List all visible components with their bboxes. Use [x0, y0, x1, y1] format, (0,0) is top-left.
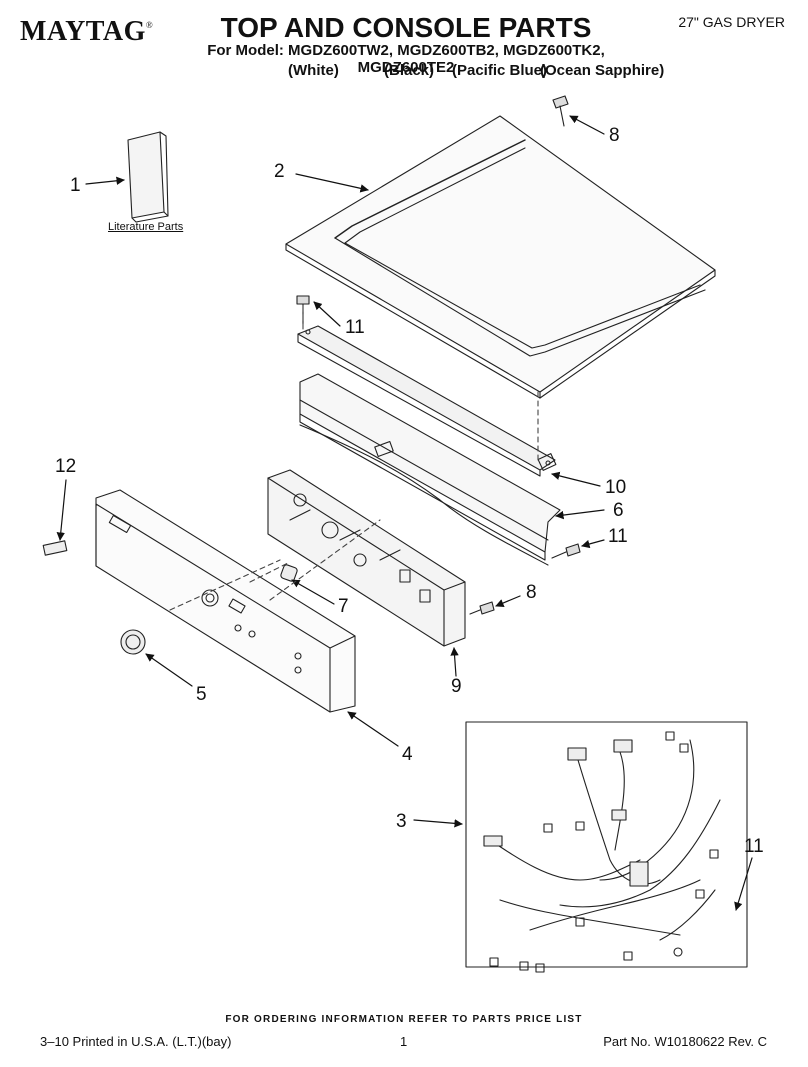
- color-black: (Black): [384, 62, 435, 79]
- callout-10: 10: [605, 477, 626, 498]
- callout-12: 12: [55, 456, 76, 477]
- model-list: For Model: MGDZ600TW2, MGDZ600TB2, MGDZ6…: [207, 42, 605, 76]
- control-board: [267, 469, 466, 647]
- callout-11-harness: 11: [744, 836, 764, 857]
- page-number: 1: [400, 1034, 408, 1049]
- console-bracket: [297, 325, 557, 477]
- brand-logo: MAYTAG®: [20, 16, 153, 48]
- callout-11-bracket: 11: [345, 317, 365, 338]
- color-white: (White): [288, 62, 339, 79]
- color-ocean-sapphire: (Ocean Sapphire): [540, 62, 665, 79]
- knob-bezel: [280, 564, 298, 582]
- callout-11-console: 11: [608, 526, 628, 547]
- top-panel: [285, 115, 716, 399]
- ordering-note: FOR ORDERING INFORMATION REFER TO PARTS …: [225, 1014, 583, 1025]
- callout-numbers: 1 2 3 4 5 6 7 8 8 9 10 11 11 11 12: [55, 125, 764, 857]
- print-info: 3–10 Printed in U.S.A. (L.T.)(bay): [40, 1034, 232, 1049]
- brand-name: MAYTAG: [20, 16, 146, 47]
- color-pacific-blue: (Pacific Blue): [452, 62, 548, 79]
- nameplate-badge: [42, 540, 68, 556]
- screw-icon: [469, 601, 495, 615]
- callout-8-board: 8: [526, 582, 537, 603]
- console-back: [299, 373, 561, 566]
- callout-2: 2: [274, 161, 285, 182]
- literature-parts-label: Literature Parts: [108, 221, 184, 233]
- literature-parts-booklet: [127, 131, 169, 223]
- product-type: 27" GAS DRYER: [678, 14, 785, 30]
- screw-icon: [551, 543, 581, 559]
- callout-6: 6: [613, 500, 624, 521]
- part-number: Part No. W10180622 Rev. C: [603, 1034, 767, 1049]
- page-title: TOP AND CONSOLE PARTS: [220, 12, 592, 43]
- control-knob: [120, 629, 146, 655]
- leader-lines: [56, 115, 753, 911]
- alignment-lines: [169, 305, 539, 611]
- callout-8-top: 8: [609, 125, 620, 146]
- screw-icon: [552, 95, 569, 127]
- callout-7: 7: [338, 596, 349, 617]
- callout-9: 9: [451, 676, 462, 697]
- callout-4: 4: [402, 744, 413, 765]
- registered-mark: ®: [145, 20, 154, 30]
- callout-3: 3: [396, 811, 407, 832]
- callout-1: 1: [70, 175, 81, 196]
- wire-harness: [465, 721, 748, 973]
- callout-5: 5: [196, 684, 207, 705]
- console-panel: [95, 489, 356, 713]
